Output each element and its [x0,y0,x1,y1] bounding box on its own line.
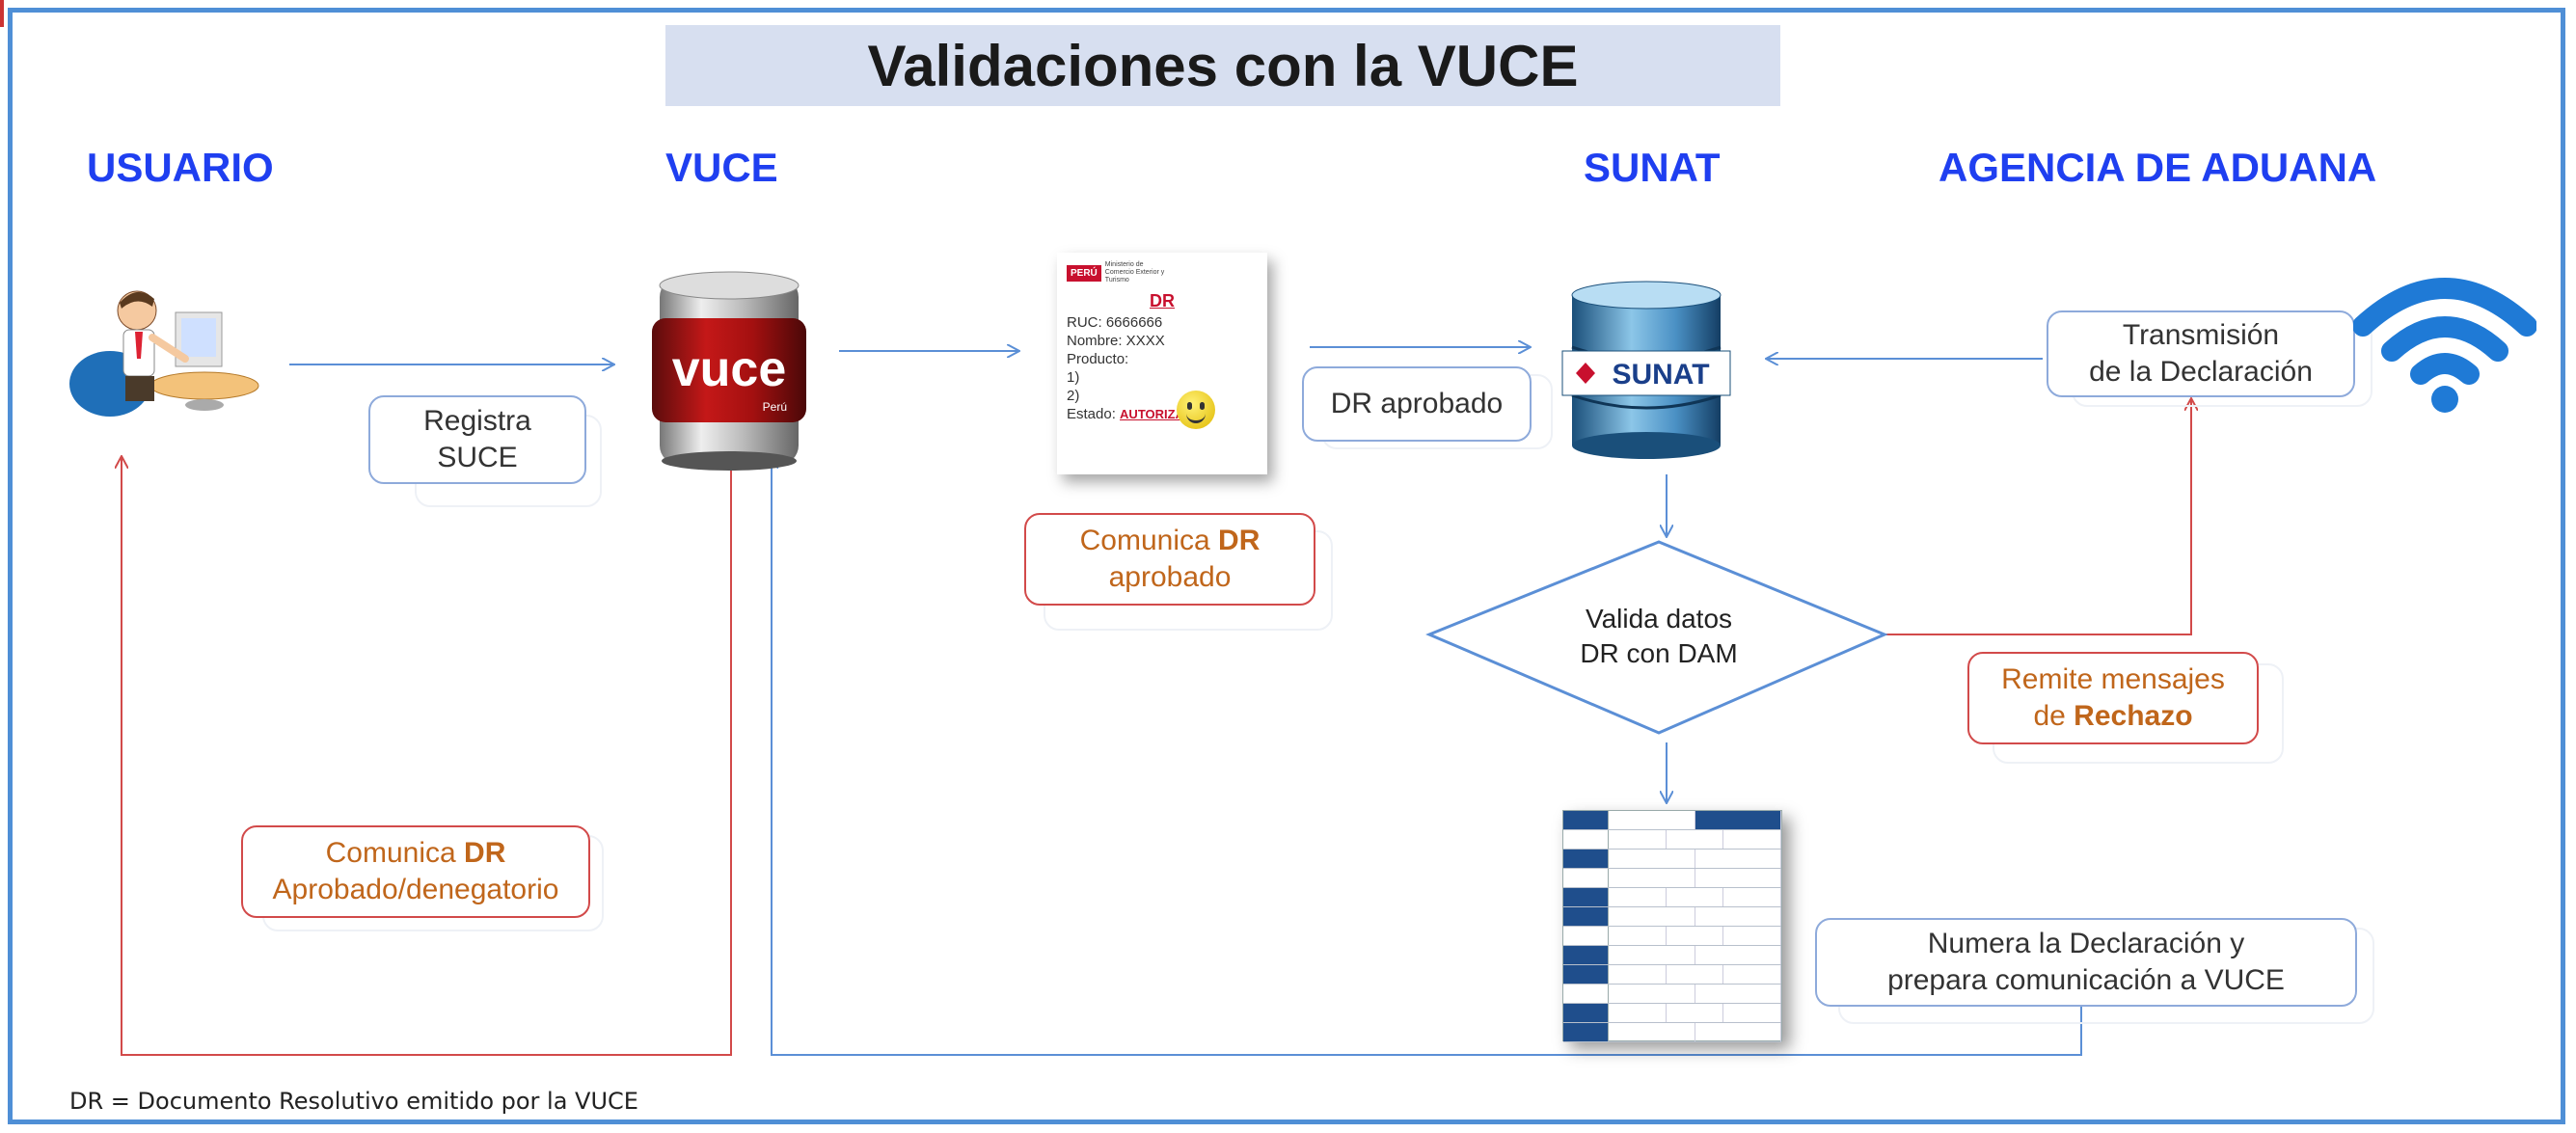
smiley-icon [1177,391,1215,429]
footnote: DR = Documento Resolutivo emitido por la… [69,1088,638,1115]
registra-label-line1: Registra [423,405,531,437]
sunat-database-icon: SUNAT [1561,281,1731,459]
remite-rechazo-box: Remite mensajes de Rechazo [1967,652,2259,744]
remite-label-line1: Remite mensajes [2001,663,2225,695]
dr-ruc: RUC: 6666666 [1067,314,1163,331]
dr-card-header: PERÚ Ministerio de Comercio Exterior y T… [1067,258,1258,287]
numera-declaracion-box: Numera la Declaración y prepara comunica… [1815,918,2357,1007]
header-vuce: VUCE [665,145,778,190]
diagram-frame [8,8,2565,1124]
numera-label-line2: prepara comunicación a VUCE [1887,964,2285,996]
header-sunat: SUNAT [1584,145,1721,190]
dr-aprobado-label: DR aprobado [1330,388,1504,419]
ministry-label: Ministerio de Comercio Exterior y Turism… [1104,261,1165,283]
comunica2-line1: Comunica DR [325,837,506,869]
vuce-logo-text: vuce [672,341,787,397]
registra-suce-box: Registra SUCE [368,395,586,484]
dr-item-1: 1) [1067,369,1080,386]
transmision-box: Transmisión de la Declaración [2047,310,2355,397]
valida-label-line1: Valida datos [1585,604,1733,634]
corner-mark [0,0,4,27]
comunica2-line2: Aprobado/denegatorio [272,874,559,905]
vuce-logo-sub: Perú [763,400,787,414]
arrow-valida-to-agencia-red [1885,399,2191,635]
comunica-dr-line1: Comunica DR [1079,525,1261,556]
dr-card-title: DR [1150,291,1175,310]
remite-label-line2: de Rechazo [2033,700,2193,732]
header-agencia: AGENCIA DE ADUANA [1939,145,2377,190]
vuce-server-icon: vuce Perú [652,271,806,471]
comunica-dr-line2: aprobado [1108,561,1232,593]
title-bar: Validaciones con la VUCE [665,25,1780,106]
valida-diamond [1425,540,1888,735]
valida-label-line2: DR con DAM [1580,638,1738,668]
valida-label: Valida datos DR con DAM [1543,602,1775,671]
dr-estado: Estado: AUTORIZADO [1067,406,1204,422]
header-usuario: USUARIO [87,145,274,190]
user-at-desk-icon [69,290,259,417]
transmision-label-line1: Transmisión [2122,319,2280,351]
dr-producto: Producto: [1067,351,1129,367]
dr-item-2: 2) [1067,388,1080,404]
wifi-icon [2353,278,2536,413]
comunica-dr-aprobado-box: Comunica DR aprobado [1024,513,1315,606]
registra-label-line2: SUCE [437,442,518,473]
peru-badge: PERÚ [1067,264,1101,282]
dr-document-card: PERÚ Ministerio de Comercio Exterior y T… [1057,253,1267,474]
dr-nombre: Nombre: XXXX [1067,333,1165,349]
arrow-vuce-to-usuario-red [122,447,732,1056]
page-title: Validaciones con la VUCE [867,33,1579,98]
dr-aprobado-box: DR aprobado [1302,366,1532,442]
transmision-label-line2: de la Declaración [2089,356,2313,388]
sunat-logo-text: SUNAT [1612,359,1709,391]
comunica-aprobado-denegatorio-box: Comunica DR Aprobado/denegatorio [241,825,590,918]
dam-declaration-document [1562,810,1782,1042]
numera-label-line1: Numera la Declaración y [1927,928,2245,959]
